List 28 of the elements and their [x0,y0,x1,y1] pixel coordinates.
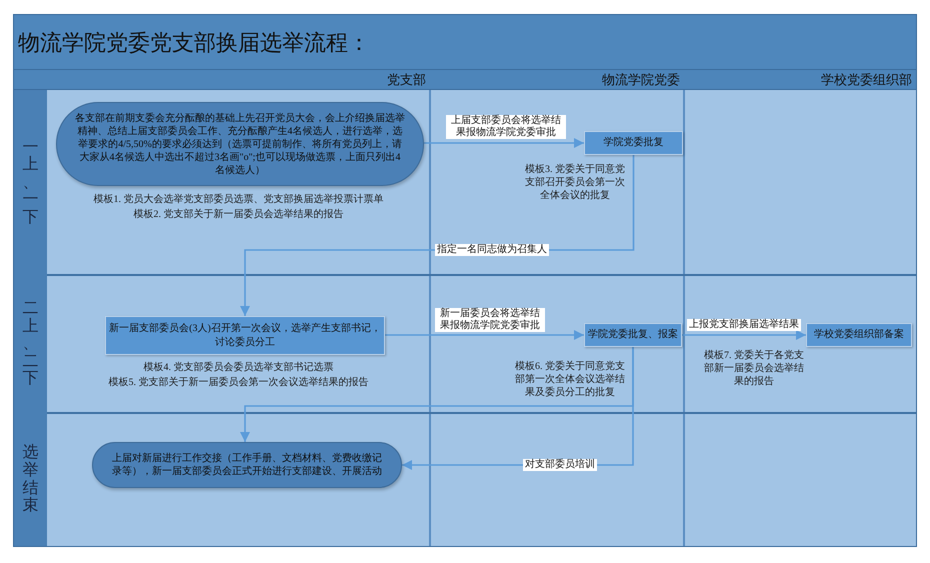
phase-header: 一上、一下 [14,90,47,275]
process-box: 学院党委批复 [584,131,683,155]
phase-header: 选举结束 [14,413,47,546]
edge-label: 新一届委员会将选举结果报物流学院党委审批 [435,308,545,332]
template-note: 模板5. 党支部关于新一届委员会第一次会议选举结果的报告 [108,376,370,389]
template-note: 模板3. 党委关于同意党支部召开委员会第一次全体会议的批复 [524,163,626,202]
rounded-process-box: 各支部在前期支委会充分酝酿的基础上先召开党员大会，会上介绍换届选举精神、总结上届支部委员会工作、充分酝酿产生4名候选人，进行选举，选举要求的4/5,50%的要求必须达到（选票可提前制作、将所有党员列上，请大家从4名候选人中选出不超过3名画"o";也可以现场做选票，上面只列出4名候选人） [56,102,424,186]
template-note: 模板4. 党支部委员会委员选举支部书记选票 [142,361,334,374]
diagram-title: 物流学院党委党支部换届选举流程： [18,29,370,57]
lane-header: 物流学院党委 [430,70,684,90]
connector-arrow [424,138,584,148]
process-box: 新一届支部委员会(3人)召开第一次会议，选举产生支部书记，讨论委员分工 [105,316,385,355]
process-box: 学院党委批复、报案 [584,323,682,347]
connector-arrow [385,330,584,340]
lane-header: 学校党委组织部 [684,70,916,90]
edge-label: 对支部委员培训 [523,459,597,471]
template-note: 模板6. 党委关于同意党支部第一次全体会议选举结果及委员分工的批复 [514,360,626,399]
template-note: 模板7. 党委关于各党支部新一届委员会选举结果的报告 [704,349,804,388]
template-note: 模板2. 党支部关于新一届委员会选举结果的报告 [132,208,344,221]
lane-header: 党支部 [14,70,430,90]
edge-label: 上届支部委员会将选举结果报物流学院党委审批 [446,115,566,139]
connector-arrow [682,330,806,340]
edge-label: 指定一名同志做为召集人 [435,244,549,256]
rounded-process-box: 上届对新届进行工作交接（工作手册、文档材料、党费收缴记录等），新一届支部委员会正式开始进行支部建设、开展活动 [92,442,402,488]
phase-header: 二上、二下 [14,275,47,413]
process-box: 学校党委组织部备案 [806,323,912,347]
template-note: 模板1. 党员大会选举党支部委员选票、党支部换届选举投票计票单 [92,193,384,206]
edge-label: 上报党支部换届选举结果 [687,319,801,331]
